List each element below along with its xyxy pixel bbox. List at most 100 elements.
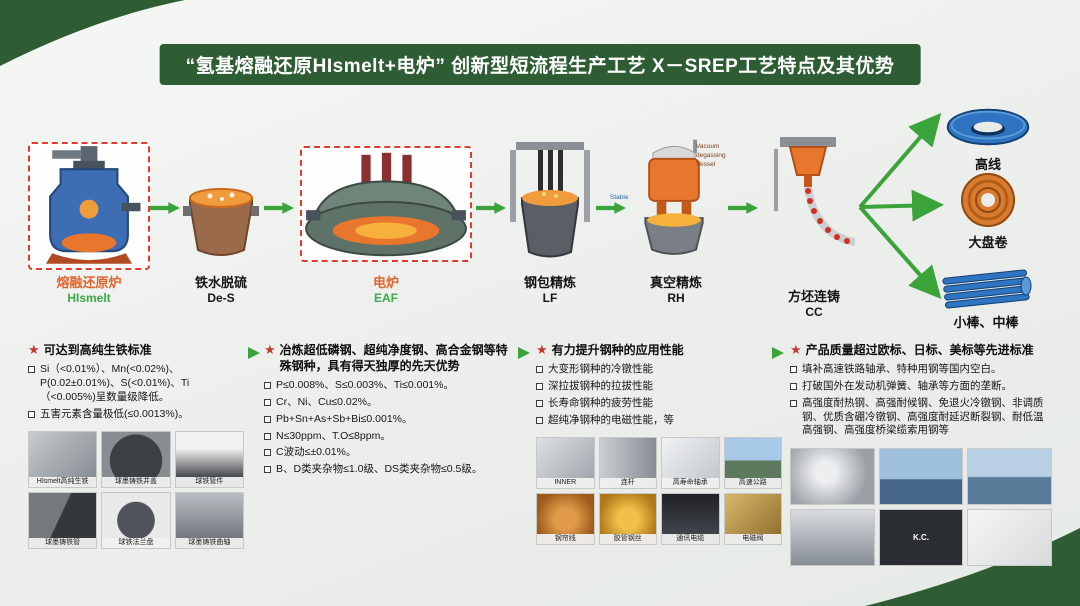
column-title-text: 有力提升钢种的应用性能 <box>551 343 684 357</box>
feature-column-quality: ★ 产品质量超过欧标、日标、美标等先进标准 填补高速铁路轴承、特种用钢等国内空白… <box>790 342 1052 567</box>
rh-annotation-line: Vessel <box>696 161 716 168</box>
rh-annotation-line: Vacuum <box>696 143 720 150</box>
photo-caption: 钢帘线 <box>537 534 594 545</box>
photo-solenoid-valve: 电磁阀 <box>723 493 782 546</box>
feature-column-application: ★ 有力提升钢种的应用性能 大变形钢种的冷镦性能 深拉拔钢种的拉拔性能 长寿命钢… <box>536 342 782 546</box>
star-icon: ★ <box>536 342 548 357</box>
list-item-text: B、D类夹杂物≤1.0级、DS类夹杂物≤0.5级。 <box>276 463 483 476</box>
list-item-text: 超纯净钢种的电磁性能，等 <box>548 413 674 426</box>
photo-caption: 胶管钢丝 <box>599 534 656 545</box>
list-item-text: 高强度耐热钢、高强耐候钢、免退火冷镦钢、非调质钢、优质含硼冷镦钢、高强度耐延迟断… <box>802 396 1044 437</box>
column-title-text: 产品质量超过欧标、日标、美标等先进标准 <box>805 343 1034 357</box>
flow-arrow-icon <box>728 200 758 216</box>
photo-warships <box>967 448 1052 506</box>
photo-caption: 球铁法兰盘 <box>102 538 170 549</box>
list-item-text: 长寿命钢种的疲劳性能 <box>548 396 653 409</box>
list-item-text: Cr、Ni、Cu≤0.02%。 <box>276 395 378 408</box>
photo-caption: 高速公路 <box>724 478 781 489</box>
checkbox-bullet-icon <box>790 382 797 390</box>
photo-overlay-text: K.C. <box>912 533 929 543</box>
bar-bundle-illustration <box>940 268 1032 310</box>
list-item-text: Si（<0.01%）、Mn(<0.02%)、P(0.02±0.01%)、S(<0… <box>40 363 190 403</box>
flow-arrow-icon <box>150 200 180 216</box>
checkbox-bullet-icon <box>264 466 271 474</box>
product-label-wire-rod: 高线 <box>974 157 1001 172</box>
bullet-list: 大变形钢种的冷镦性能 深拉拔钢种的拉拔性能 长寿命钢种的疲劳性能 超纯净钢种的电… <box>536 363 782 427</box>
product-photo-grid: HIsmelt高纯生铁 球墨铸铁井盖 球铁管件 球墨铸铁管 球铁法兰盘 球墨铸铁… <box>28 431 244 550</box>
column-arrow-icon <box>516 346 532 360</box>
photo-steel-cord: 钢帘线 <box>536 493 595 546</box>
checkbox-bullet-icon <box>264 449 271 457</box>
step-label-cn: 熔融还原炉 <box>56 275 122 290</box>
checkbox-bullet-icon <box>264 382 271 389</box>
flow-arrow-icon <box>264 200 294 216</box>
photo-car-steel-diagram <box>967 509 1052 567</box>
feature-column-special-steel: ★ 冶炼超低磷钢、超纯净度钢、高合金钢等特殊钢种，具有得天独厚的先天优势 P≤0… <box>264 342 512 477</box>
hismelt-highlight-box <box>28 142 150 270</box>
step-label-en: EAF <box>374 291 398 305</box>
photo-hose-wire: 胶管钢丝 <box>598 493 657 546</box>
step-label-cn: 电炉 <box>372 275 399 290</box>
flow-arrow-icon <box>596 200 626 216</box>
photo-caption: HIsmelt高纯生铁 <box>29 477 97 488</box>
checkbox-bullet-icon <box>264 415 271 423</box>
column-arrow-icon <box>246 346 262 360</box>
hismelt-furnace-illustration <box>45 146 141 264</box>
photo-hismelt-pig-iron: HIsmelt高纯生铁 <box>28 431 98 489</box>
list-item: 超纯净钢种的电磁性能，等 <box>536 414 782 428</box>
step-label-cn: 铁水脱硫 <box>194 275 247 290</box>
photo-crankshaft: 球墨铸铁曲轴 <box>174 492 244 550</box>
bullet-list: Si（<0.01%）、Mn(<0.02%)、P(0.02±0.01%)、S(<0… <box>28 363 244 421</box>
desulfurization-ladle-illustration <box>182 182 260 266</box>
photo-pipe-fitting: 球铁管件 <box>174 431 244 489</box>
column-title: ★ 可达到高纯生铁标准 <box>28 342 244 358</box>
eaf-highlight-box <box>300 146 472 262</box>
product-label-bars: 小棒、中棒 <box>953 315 1019 330</box>
column-arrow-icon <box>770 346 786 360</box>
wire-rod-coil-illustration <box>942 104 1034 150</box>
list-item-text: P≤0.008%、S≤0.003%、Ti≤0.001%。 <box>276 379 454 391</box>
star-icon: ★ <box>790 342 802 357</box>
photo-communication-cable: 通讯电缆 <box>661 493 720 546</box>
photo-manhole-cover: 球墨铸铁井盖 <box>101 431 171 489</box>
list-item-text: 五害元素含量极低(≤0.0013%)。 <box>40 407 189 420</box>
step-label-en: De-S <box>207 291 235 305</box>
list-item: 深拉拔钢种的拉拔性能 <box>536 380 782 394</box>
photo-caption: 高寿命轴承 <box>662 478 719 489</box>
quality-photo-grid: K.C. <box>790 448 1052 567</box>
list-item: C波动≤±0.01%。 <box>264 446 512 460</box>
step-label-rh: 真空精炼 RH <box>628 274 724 306</box>
step-label-eaf: 电炉 EAF <box>300 274 472 306</box>
photo-caption: 球铁管件 <box>175 477 243 488</box>
step-label-en: LF <box>542 291 558 305</box>
photo-caption: 连杆 <box>599 478 656 489</box>
continuous-caster-illustration <box>766 132 858 284</box>
branch-arrows-icon <box>856 95 951 310</box>
list-item: Pb+Sn+As+Sb+Bi≤0.001%。 <box>264 413 512 427</box>
checkbox-bullet-icon <box>28 366 35 373</box>
flow-arrow-icon <box>476 200 506 216</box>
list-item: 大变形钢种的冷镦性能 <box>536 363 782 377</box>
list-item: P≤0.008%、S≤0.003%、Ti≤0.001%。 <box>264 379 512 393</box>
step-label-hismelt: 熔融还原炉 HIsmelt <box>28 274 150 306</box>
step-label-lf: 钢包精炼 LF <box>500 274 600 306</box>
column-title-text: 冶炼超低磷钢、超纯净度钢、高合金钢等特殊钢种，具有得天独厚的先天优势 <box>279 343 508 373</box>
list-item: 高强度耐热钢、高强耐候钢、免退火冷镦钢、非调质钢、优质含硼冷镦钢、高强度耐延迟断… <box>790 397 1052 439</box>
photo-caption: 球墨铸铁井盖 <box>102 477 170 488</box>
list-item-text: 大变形钢种的冷镦性能 <box>548 363 653 375</box>
photo-caption: 电磁阀 <box>724 534 781 545</box>
photo-caption: 球墨铸铁曲轴 <box>175 538 243 549</box>
list-item: 打破国外在发动机弹簧、轴承等方面的垄断。 <box>790 380 1052 394</box>
checkbox-bullet-icon <box>264 398 271 406</box>
photo-kc-parts: K.C. <box>878 509 964 567</box>
checkbox-bullet-icon <box>536 416 543 424</box>
step-label-en: CC <box>805 305 823 319</box>
star-icon: ★ <box>28 342 40 357</box>
list-item: 长寿命钢种的疲劳性能 <box>536 397 782 411</box>
column-title: ★ 冶炼超低磷钢、超纯净度钢、高合金钢等特殊钢种，具有得天独厚的先天优势 <box>264 342 512 374</box>
product-label-large-coil: 大盘卷 <box>968 235 1008 250</box>
feature-column-pure-iron: ★ 可达到高纯生铁标准 Si（<0.01%）、Mn(<0.02%)、P(0.02… <box>28 342 244 550</box>
photo-highway: 高速公路 <box>723 437 782 490</box>
photo-bearings <box>790 448 875 506</box>
